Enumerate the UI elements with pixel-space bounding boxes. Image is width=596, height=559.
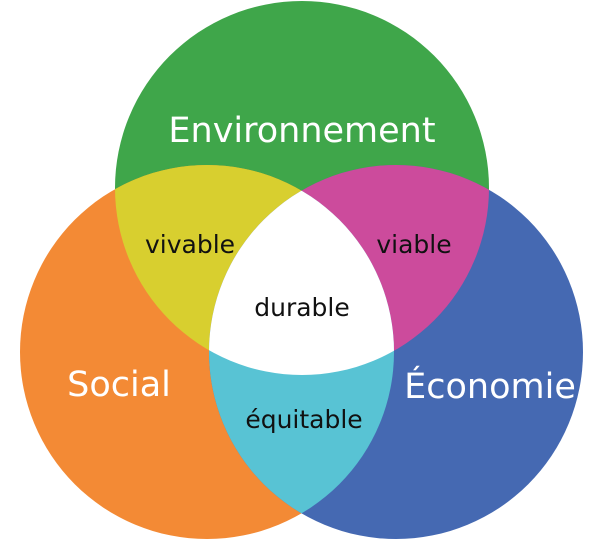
environment-label: Environnement xyxy=(168,111,435,151)
economy-label: Économie xyxy=(404,365,576,407)
equitable-label: équitable xyxy=(245,405,362,434)
vivable-label: vivable xyxy=(145,230,235,259)
viable-label: viable xyxy=(376,230,451,259)
all-three-overlap xyxy=(209,165,394,375)
social-label: Social xyxy=(67,365,171,405)
durable-label: durable xyxy=(254,293,350,322)
